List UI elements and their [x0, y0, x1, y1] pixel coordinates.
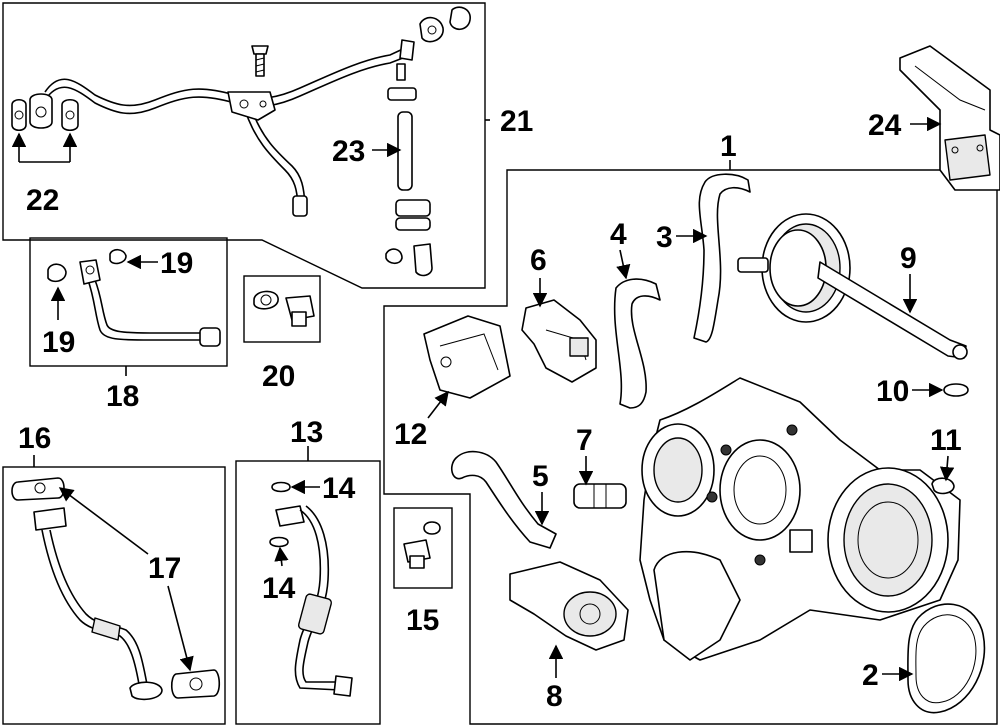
callout-20: 20	[262, 360, 295, 393]
callout-18: 18	[106, 380, 139, 413]
coolant-line-13	[269, 481, 353, 697]
callout-22: 22	[26, 184, 59, 217]
callout-21: 21	[500, 105, 533, 138]
box-turbo-assembly-1	[383, 169, 998, 725]
callout-16: 16	[18, 422, 51, 455]
callout-15: 15	[406, 604, 439, 637]
actuator-9	[737, 213, 968, 360]
fitting-20	[253, 290, 315, 327]
callout-10: 10	[876, 375, 909, 408]
fitting-15	[403, 521, 441, 569]
callout-17: 17	[148, 552, 181, 585]
turbocharger-1	[639, 377, 961, 661]
heat-shield-24	[899, 45, 1000, 191]
box-oil-feed-18	[29, 237, 228, 367]
washer-10	[943, 383, 969, 397]
coolant-pipe-assembly	[44, 39, 415, 217]
callout-11: 11	[930, 424, 962, 457]
box-coolant-line-13	[235, 460, 381, 725]
clip-11	[931, 477, 955, 495]
box-fitting-20	[243, 275, 321, 343]
gasket-ring-2	[907, 603, 986, 714]
hose-clamp-top	[419, 6, 471, 43]
callout-14a: 14	[322, 472, 356, 505]
callout-8: 8	[546, 680, 563, 713]
callout-5: 5	[532, 460, 549, 493]
callout-3: 3	[656, 221, 673, 254]
callout-9: 9	[900, 242, 917, 275]
hose-3	[693, 173, 751, 343]
box-oil-return-16	[2, 466, 226, 725]
leader-lines	[11, 116, 955, 682]
oil-feed-line-18	[47, 248, 221, 347]
callout-19b: 19	[42, 326, 75, 359]
gaskets-22	[11, 93, 79, 132]
callout-1: 1	[720, 130, 737, 163]
coolant-hose-23	[385, 63, 433, 277]
callout-19a: 19	[160, 247, 193, 280]
box-fitting-15	[393, 507, 453, 589]
callout-6: 6	[530, 244, 547, 277]
hose-5	[450, 450, 557, 549]
callout-2: 2	[862, 659, 879, 692]
box-coolant-lines-21	[2, 2, 486, 289]
valve-8	[509, 561, 629, 651]
hose-4	[613, 278, 661, 409]
fitting-7	[573, 483, 627, 509]
solenoid-6	[521, 299, 597, 383]
callout-4: 4	[610, 218, 627, 251]
callout-12: 12	[394, 418, 427, 451]
callout-13: 13	[290, 416, 323, 449]
callout-24: 24	[868, 109, 902, 142]
callout-7: 7	[576, 424, 593, 457]
bracket-12	[423, 315, 511, 399]
oil-return-line-16	[11, 477, 221, 701]
bolt-top	[251, 45, 269, 77]
callout-14b: 14	[262, 572, 296, 605]
callout-23: 23	[332, 135, 365, 168]
